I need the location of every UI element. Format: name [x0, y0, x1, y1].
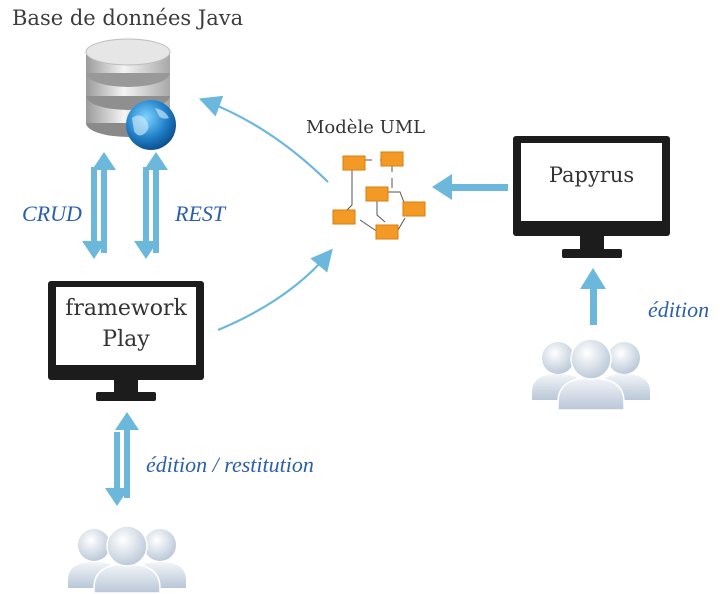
crud-label: CRUD	[22, 201, 82, 226]
diagram-title: Base de données Java	[12, 6, 244, 30]
edition-up-arrow	[580, 268, 606, 325]
edition-restitution-label: édition / restitution	[146, 452, 314, 477]
rest-label: REST	[175, 201, 226, 226]
edition-label: édition	[648, 297, 710, 322]
rest-arrows	[134, 152, 168, 259]
uml-to-db-arrow	[198, 95, 329, 183]
uml-model-label: Modèle UML	[306, 117, 426, 138]
uml-diagram-icon	[332, 151, 426, 240]
framework-monitor	[48, 281, 204, 401]
globe-icon	[126, 100, 176, 150]
papyrus-monitor	[513, 136, 670, 258]
framework-label-line1: framework	[65, 296, 187, 321]
users-group-bottom	[68, 525, 186, 594]
papyrus-to-uml-arrow	[432, 174, 508, 200]
crud-arrows	[82, 152, 116, 259]
framework-label-line2: Play	[102, 327, 150, 352]
framework-label: framework Play	[56, 293, 196, 355]
edition-restitution-arrows	[105, 412, 139, 506]
users-group-right	[532, 338, 650, 411]
framework-to-uml-arrow	[217, 248, 333, 332]
papyrus-label: Papyrus	[548, 163, 635, 187]
